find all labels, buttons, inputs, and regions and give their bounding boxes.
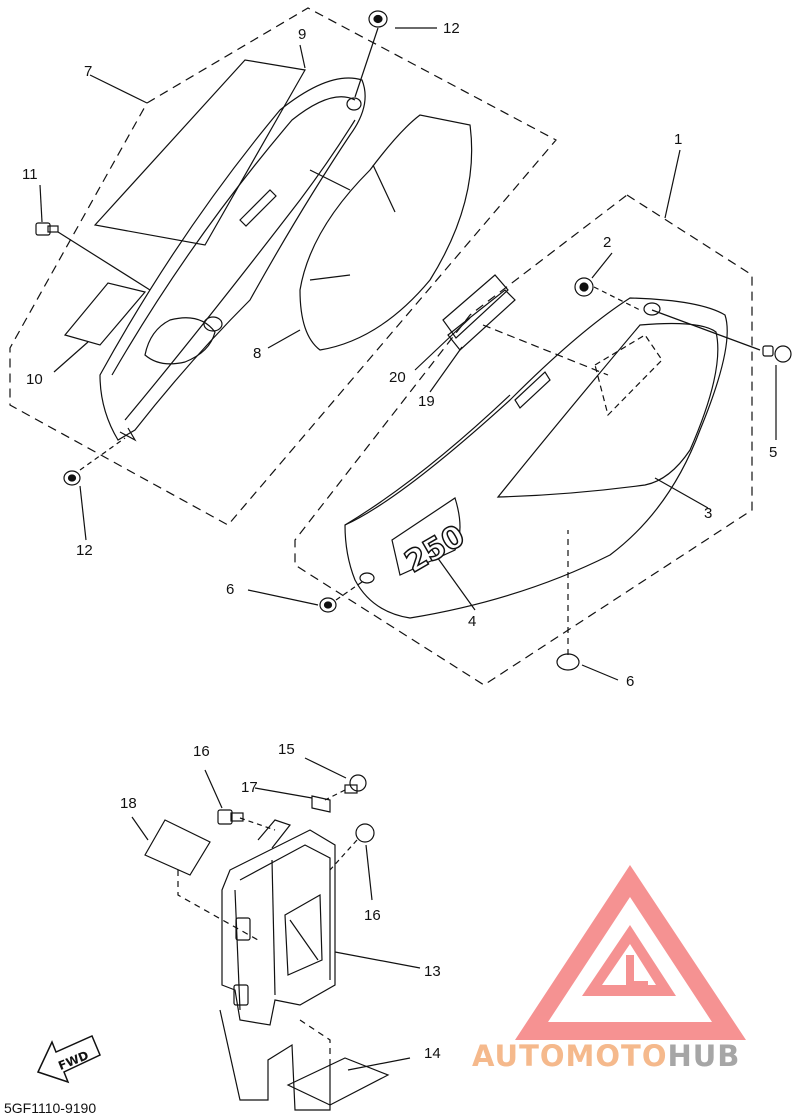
watermark-text: AUTOMOTOHUB (472, 1039, 740, 1073)
callout-label: 16 (364, 907, 381, 924)
callout-label: 20 (389, 369, 406, 386)
callout-label: 2 (603, 234, 611, 251)
callout-labels: 1 2 3 4 5 6 6 7 8 9 10 11 12 12 13 14 15… (22, 20, 777, 1062)
callout-label: 10 (26, 371, 43, 388)
callout-label: 12 (443, 20, 460, 37)
callout-label: 11 (22, 166, 38, 183)
watermark-text-part1: AUTOMOTO (472, 1039, 667, 1073)
callout-label: 5 (769, 444, 777, 461)
diagram-code: 5GF1110-9190 (4, 1100, 96, 1116)
watermark-logo (515, 865, 746, 1040)
battery-bracket-group (131, 757, 421, 1111)
callout-label: 19 (418, 393, 435, 410)
callout-label: 12 (76, 542, 93, 559)
side-cover-right-group (247, 149, 792, 686)
callout-label: 13 (424, 963, 441, 980)
callout-label: 6 (226, 581, 234, 598)
fwd-arrow-icon: FWD (36, 1035, 101, 1084)
callout-label: 18 (120, 795, 137, 812)
callout-label: 15 (278, 741, 295, 758)
callout-label: 16 (193, 743, 210, 760)
callout-label: 6 (626, 673, 634, 690)
side-cover-left-group (9, 7, 557, 541)
callout-label: 7 (84, 63, 92, 80)
watermark-text-part2: HUB (667, 1039, 740, 1073)
callout-label: 3 (704, 505, 712, 522)
callout-label: 9 (298, 26, 306, 43)
callout-label: 14 (424, 1045, 441, 1062)
callout-label: 1 (674, 131, 682, 148)
callout-label: 17 (241, 779, 258, 796)
callout-label: 4 (468, 613, 476, 630)
callout-label: 8 (253, 345, 261, 362)
